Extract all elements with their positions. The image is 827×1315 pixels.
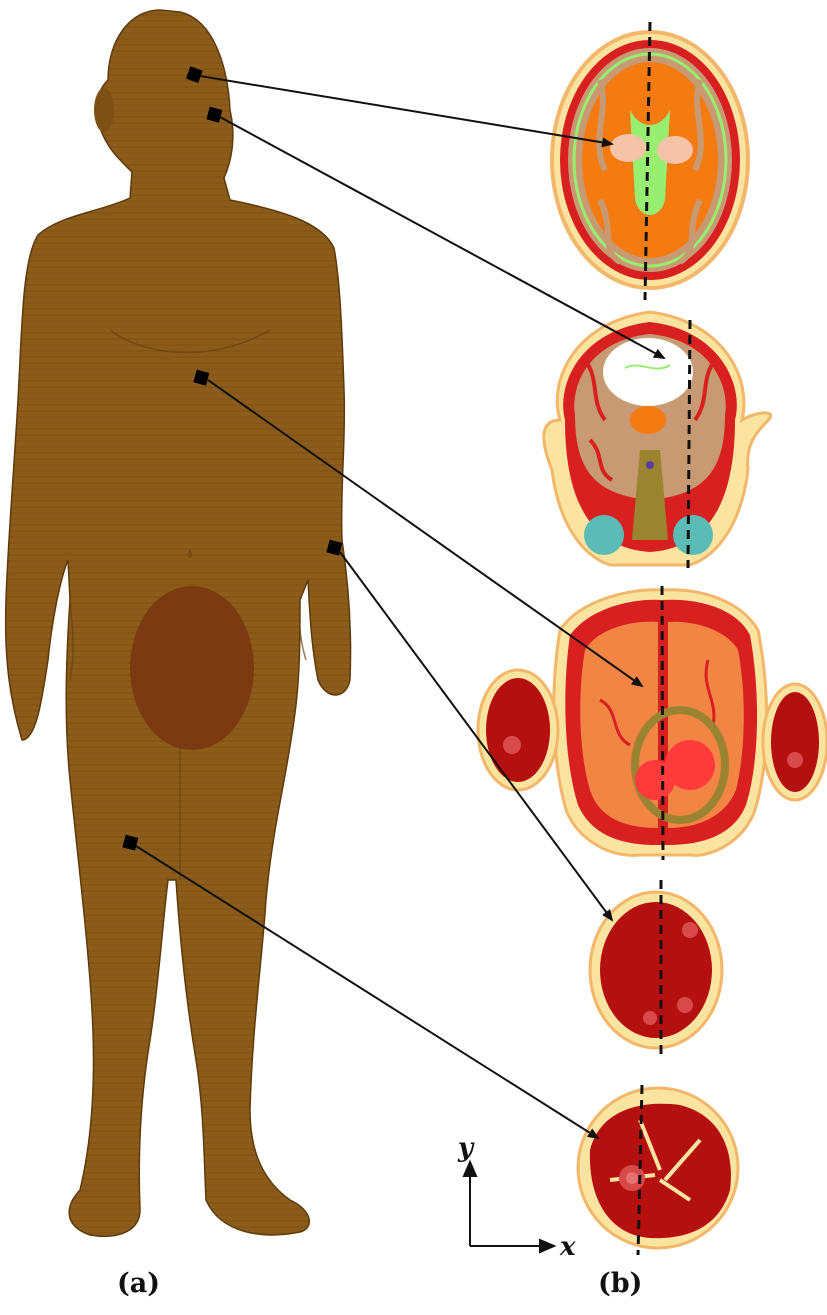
cut-line-2	[688, 320, 690, 568]
highlight-region	[130, 586, 254, 750]
panel-label-b: (b)	[598, 1268, 642, 1299]
arrow-1	[200, 76, 612, 144]
ear	[94, 88, 114, 132]
x-axis-label: x	[559, 1232, 576, 1262]
slice-head-lower	[544, 312, 771, 565]
panel-label-a: (a)	[117, 1268, 160, 1299]
y-axis-arrowhead	[464, 1162, 476, 1176]
slice-thigh	[578, 1088, 738, 1248]
coordinate-axes	[464, 1162, 554, 1252]
x-axis-arrowhead	[540, 1240, 554, 1252]
y-axis-label: y	[457, 1133, 475, 1163]
body-phantom	[6, 10, 351, 1236]
slice-chest	[478, 590, 827, 856]
